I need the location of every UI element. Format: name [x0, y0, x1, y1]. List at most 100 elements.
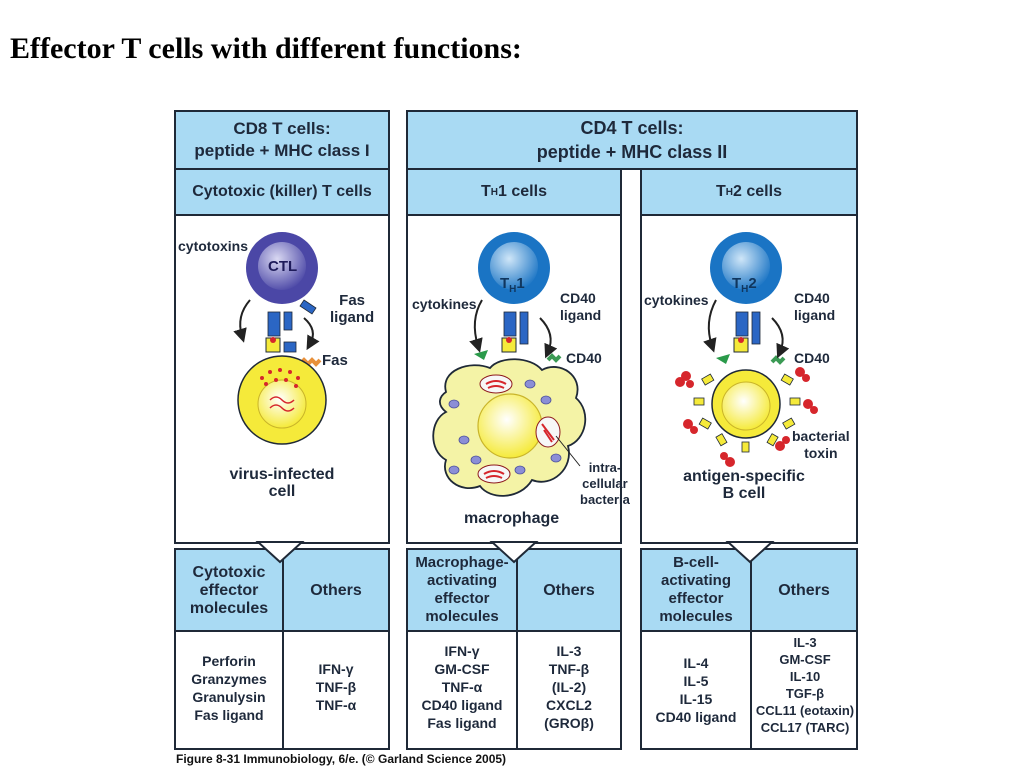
- th2-cell-label: TH2: [732, 258, 757, 298]
- label-intracellular-bacteria: intra- cellular bacteria: [580, 460, 630, 507]
- col1-table-values: Perforin Granzymes Granulysin Fas ligand…: [174, 630, 390, 750]
- th2-cd40-icon: [770, 355, 786, 365]
- cd8-header-line2: peptide + MHC class I: [194, 141, 370, 160]
- col1-subheader: Cytotoxic (killer) T cells: [174, 168, 390, 216]
- col1-down-arrow: [255, 541, 305, 564]
- th1-cell-label-sub: H: [509, 284, 517, 295]
- col3-others-values: IL-3 GM-CSF IL-10 TGF-β CCL11 (eotaxin) …: [755, 635, 855, 735]
- col1-effector-values: Perforin Granzymes Granulysin Fas ligand: [191, 653, 267, 723]
- vacuoles: [448, 379, 562, 475]
- bacterial-toxin-icons: [675, 367, 818, 467]
- col2-subheader-t: T: [481, 183, 491, 200]
- b-cell-nucleus: [721, 381, 771, 431]
- ctl-cell-group: [233, 232, 327, 445]
- viral-dna-icon: [269, 396, 295, 412]
- col3-others-header: Others: [778, 582, 830, 599]
- th1-tcr: [503, 311, 517, 337]
- ctl-cell-label: CTL: [268, 258, 298, 275]
- cd4-header-line1: CD4 T cells:: [580, 118, 684, 138]
- col2-effector-header: Macrophage- activating effector molecule…: [415, 554, 509, 625]
- cd8-binding: [283, 341, 297, 353]
- th2-cell-label-rest: 2: [748, 275, 757, 292]
- col1-others-values: IFN-γ TNF-β TNF-α: [315, 661, 357, 713]
- th1-nucleus: [490, 242, 538, 290]
- col2-values-divider: [516, 632, 518, 748]
- th1-cd40-icon: [546, 353, 562, 363]
- th2-cytokine-icon: [716, 354, 730, 364]
- col1-table-header: Cytotoxic effector molecules Others: [174, 548, 390, 632]
- cytotoxin-granules: [260, 368, 300, 388]
- col3-values-divider: [750, 632, 752, 748]
- col2-subheader-rest: 1 cells: [498, 183, 547, 200]
- col3-effector-header: B-cell- activating effector molecules: [659, 554, 733, 625]
- col1-others-header: Others: [310, 582, 362, 599]
- label-fas: Fas: [322, 352, 348, 369]
- cd8-header-line1: CD8 T cells:: [233, 119, 331, 138]
- th2-cell-label-t: T: [732, 275, 742, 292]
- bacteria-pointer: [555, 435, 581, 467]
- col2-table-divider: [516, 550, 518, 630]
- ctl-right-arrow: [303, 317, 320, 351]
- col2-table-values: IFN-γ GM-CSF TNF-α CD40 ligand Fas ligan…: [406, 630, 622, 750]
- label-cytokines-th1: cytokines: [412, 296, 477, 312]
- col3-subheader-rest: 2 cells: [733, 183, 782, 200]
- col3-subheader-t: T: [716, 183, 726, 200]
- th2-cell-label-sub: H: [741, 284, 749, 295]
- col2-down-arrow: [489, 541, 539, 564]
- th1-right-arrow: [539, 317, 558, 359]
- th2-cd40-ligand: [751, 311, 761, 345]
- col2-effector-values: IFN-γ GM-CSF TNF-α CD40 ligand Fas ligan…: [421, 643, 503, 731]
- label-cd40-th2: CD40: [794, 350, 830, 366]
- th2-group: [675, 232, 818, 467]
- th1-cd40-ligand: [519, 311, 529, 345]
- ctl-nucleus: [258, 242, 306, 290]
- col3-table-values: IL-4 IL-5 IL-15 CD40 ligand IL-3 GM-CSF …: [640, 630, 858, 750]
- col2-others-header: Others: [543, 582, 595, 599]
- col3-effector-values: IL-4 IL-5 IL-15 CD40 ligand: [655, 655, 737, 725]
- virus-infected-nucleus: [257, 379, 307, 429]
- col3-table-header: B-cell- activating effector molecules Ot…: [640, 548, 858, 632]
- th1-cell-label-t: T: [500, 275, 510, 292]
- col1-effector-header: Cytotoxic effector molecules: [189, 564, 269, 617]
- label-macrophage: macrophage: [464, 510, 560, 527]
- peptide-icon: [270, 337, 276, 343]
- cd8-header: CD8 T cells: peptide + MHC class I: [174, 110, 390, 170]
- label-cd40-ligand-th1: CD40 ligand: [560, 290, 602, 323]
- fas-ligand-icon: [299, 299, 317, 315]
- th2-tcr: [735, 311, 749, 337]
- label-virus-infected-cell: virus-infected cell: [229, 466, 335, 500]
- page-title: Effector T cells with different function…: [10, 32, 522, 65]
- col2-subheader-sub: H: [490, 186, 499, 198]
- th2-nucleus: [722, 242, 770, 290]
- th2-left-arrow: [703, 299, 717, 353]
- col2-others-values: IL-3 TNF-β (IL-2) CXCL2 (GROβ): [544, 643, 594, 731]
- th1-cell-label-rest: 1: [516, 275, 525, 292]
- th1-peptide: [506, 337, 512, 343]
- label-cd40-ligand-th2: CD40 ligand: [794, 290, 836, 323]
- th1-cytokine-icon: [474, 350, 488, 360]
- macrophage-nucleus: [477, 393, 543, 459]
- tcr-receptor: [267, 311, 281, 337]
- label-fas-ligand: Fas ligand: [330, 292, 375, 326]
- col3-subheader-sub: H: [725, 186, 734, 198]
- b-cell-receptors: [693, 373, 801, 453]
- intracellular-bacteria-icons: [477, 374, 561, 484]
- cd4-header: CD4 T cells: peptide + MHC class II: [406, 110, 858, 170]
- col3-table-divider: [750, 550, 752, 630]
- th2-right-arrow: [771, 317, 790, 359]
- label-cytokines-th2: cytokines: [644, 292, 709, 308]
- th1-group: [432, 232, 587, 497]
- ctl-left-arrow: [233, 299, 251, 343]
- col1-subheader-text: Cytotoxic (killer) T cells: [192, 183, 372, 200]
- col3-down-arrow: [725, 541, 775, 564]
- cd8-coreceptor: [283, 311, 293, 331]
- label-cd40-th1: CD40: [566, 350, 602, 366]
- label-cytotoxins: cytotoxins: [178, 238, 249, 254]
- th1-cell-label: TH1: [500, 258, 525, 298]
- col1-table-divider: [282, 550, 284, 630]
- label-bacterial-toxin: bacterial toxin: [792, 428, 850, 461]
- figure-caption: Figure 8-31 Immunobiology, 6/e. (© Garla…: [176, 752, 507, 766]
- label-b-cell: antigen-specific B cell: [683, 468, 805, 502]
